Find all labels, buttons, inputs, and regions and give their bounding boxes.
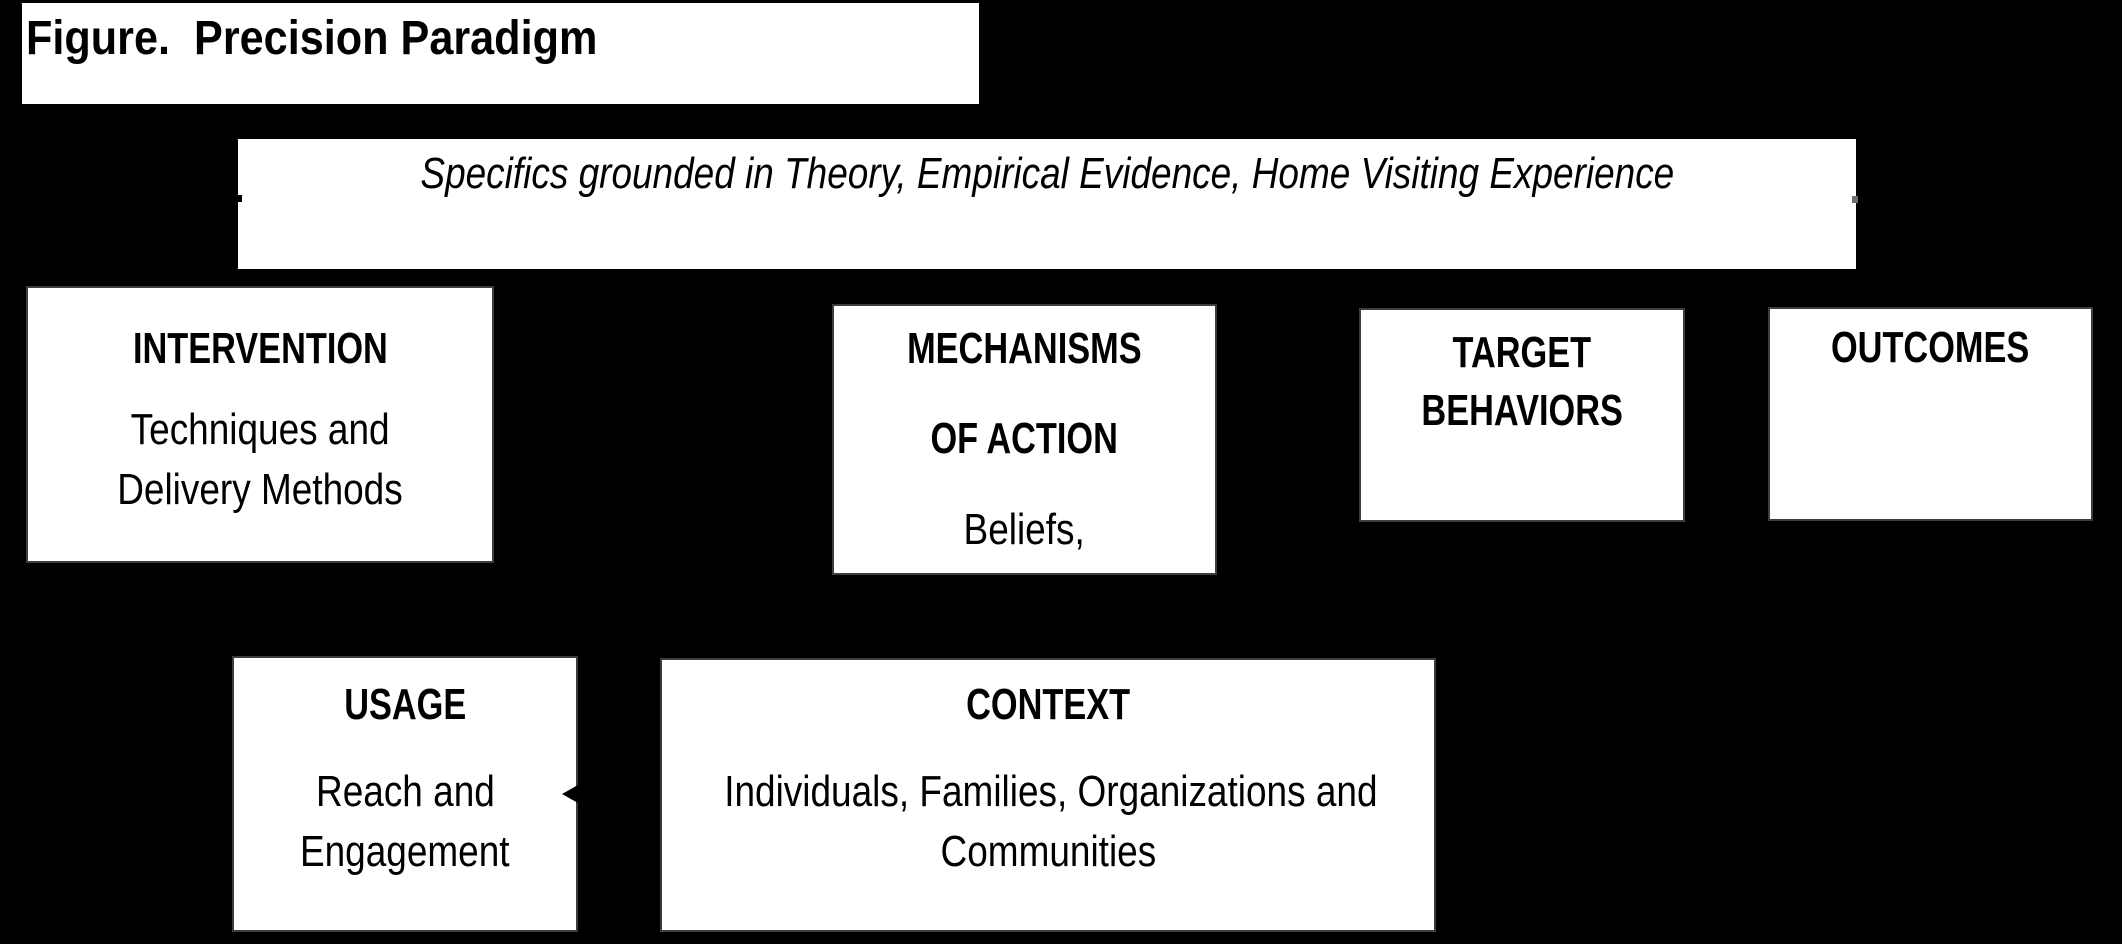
intervention-line2: Delivery Methods xyxy=(117,465,403,514)
mechanisms-box: MECHANISMS OF ACTION Beliefs, xyxy=(832,304,1217,575)
usage-box: USAGE Reach and Engagement xyxy=(232,656,578,932)
usage-line1: Reach and xyxy=(315,767,495,816)
figure-title: Figure. Precision Paradigm xyxy=(26,12,598,65)
usage-title: USAGE xyxy=(343,680,467,729)
context-title: CONTEXT xyxy=(966,680,1130,729)
outcomes-box: OUTCOMES xyxy=(1768,307,2093,521)
context-line1: Individuals, Families, Organizations and xyxy=(724,767,1378,816)
target-behaviors-box: TARGET BEHAVIORS xyxy=(1359,308,1685,522)
mechanisms-title2: OF ACTION xyxy=(930,414,1119,463)
intervention-box: INTERVENTION Techniques and Delivery Met… xyxy=(26,286,494,563)
intervention-line1: Techniques and xyxy=(130,405,390,454)
target-behaviors-title2: BEHAVIORS xyxy=(1421,386,1623,435)
usage-line2: Engagement xyxy=(300,827,510,876)
target-behaviors-title1: TARGET xyxy=(1452,328,1592,377)
mechanisms-line1: Beliefs, xyxy=(963,505,1086,554)
banner-left-tick-icon xyxy=(236,195,242,202)
outcomes-title: OUTCOMES xyxy=(1831,323,2030,372)
banner-box: Specifics grounded in Theory, Empirical … xyxy=(238,139,1856,269)
figure-title-box: Figure. Precision Paradigm xyxy=(22,3,979,104)
context-box: CONTEXT Individuals, Families, Organizat… xyxy=(660,658,1436,932)
context-line2: Communities xyxy=(940,827,1156,876)
intervention-title: INTERVENTION xyxy=(132,324,388,373)
arrowhead-into-usage-icon xyxy=(562,785,578,803)
banner-right-tick-icon xyxy=(1852,196,1858,203)
mechanisms-title1: MECHANISMS xyxy=(907,324,1142,373)
banner-text: Specifics grounded in Theory, Empirical … xyxy=(420,149,1674,198)
